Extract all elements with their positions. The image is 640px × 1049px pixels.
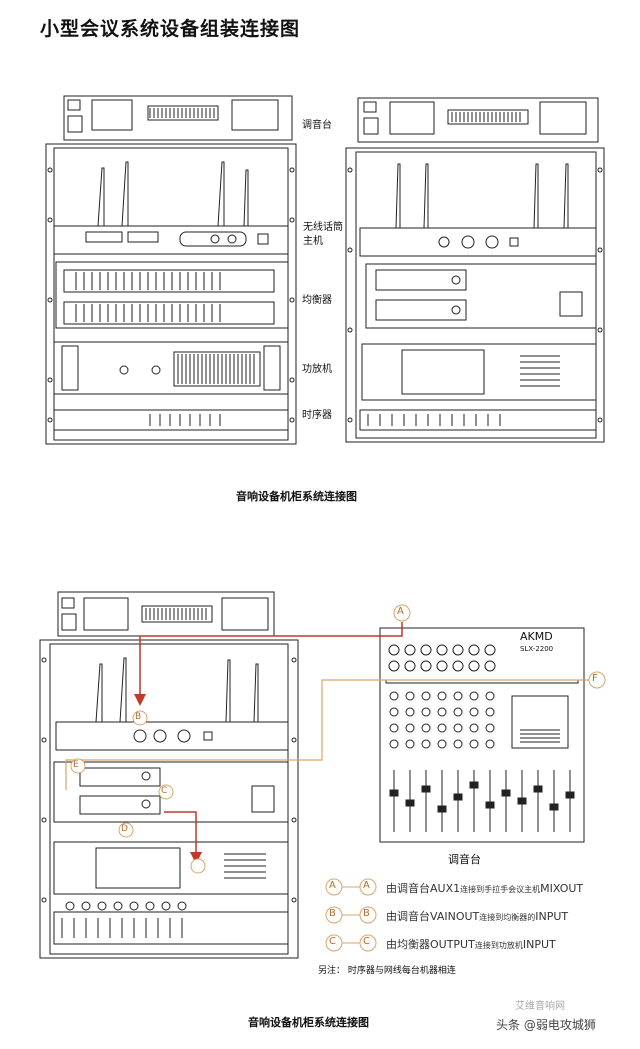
watermark: 艾维音响网 [515, 1001, 565, 1012]
label-sequencer: 时序器 [302, 410, 332, 421]
connection-c [164, 811, 202, 864]
legend-markers [325, 878, 377, 952]
legend-marker-b-start: B [329, 908, 336, 919]
caption-bottom: 音响设备机柜系统连接图 [248, 1016, 369, 1029]
callout-c: C [161, 786, 168, 796]
top-right-rack [345, 147, 605, 443]
callout-b: B [135, 712, 142, 722]
bottom-equalizer [53, 761, 289, 823]
label-amplifier: 功放机 [302, 364, 332, 375]
top-right-mixer-panel [357, 97, 599, 143]
bottom-wireless-unit [55, 721, 289, 751]
caption-top: 音响设备机柜系统连接图 [236, 490, 357, 503]
top-left-mixer-panel [63, 95, 293, 141]
callout-e: E [73, 760, 79, 770]
mixer-display [511, 695, 569, 749]
bottom-mixer-panel [57, 591, 275, 637]
top-sequencer [53, 409, 289, 431]
top-amplifier [53, 341, 289, 395]
label-wireless-mic-host: 无线话筒主机 [303, 222, 343, 247]
connection-a [134, 622, 403, 706]
top-right-amplifier [361, 343, 597, 401]
label-equalizer: 均衡器 [302, 295, 332, 306]
credit: 头条 @弱电攻城狮 [496, 1018, 596, 1032]
page-title: 小型会议系统设备组装连接图 [40, 18, 301, 40]
mixer-faders [393, 770, 571, 832]
top-right-sequencer [359, 409, 597, 431]
mixer-channel-knobs [388, 644, 496, 749]
top-left-rack [45, 143, 297, 445]
top-right-wireless-unit [359, 227, 597, 257]
callout-markers [70, 604, 606, 874]
top-equalizer [55, 261, 289, 329]
legend-marker-b-end: B [363, 908, 370, 919]
callout-d: D [121, 824, 128, 834]
bottom-sequencer [53, 911, 289, 945]
label-mixer-bottom: 调音台 [448, 853, 481, 866]
callout-f: F [592, 673, 598, 684]
top-wireless-unit [53, 225, 289, 255]
legend-marker-c-start: C [329, 936, 336, 947]
bottom-rack [39, 639, 299, 959]
legend-row-b: 由调音台VAINOUT连接到均衡器的INPUT [386, 910, 569, 923]
mixer-model: SLX-2200 [520, 645, 554, 653]
callout-a: A [397, 606, 404, 617]
bottom-amplifier [53, 841, 289, 895]
mixer-console [379, 627, 585, 843]
legend-marker-a-start: A [329, 880, 336, 891]
legend-marker-a-end: A [363, 880, 370, 891]
connection-b [65, 679, 590, 790]
top-right-equalizer [365, 263, 597, 329]
note: 另注： 时序器与网线每台机器相连 [318, 966, 456, 976]
label-mixer: 调音台 [302, 120, 332, 131]
mixer-brand: AKMD [520, 630, 553, 643]
legend-marker-c-end: C [363, 936, 370, 947]
legend-row-c: 由均衡器OUTPUT连接到功放机INPUT [386, 938, 556, 951]
connection-lines [65, 622, 590, 864]
legend-row-a: 由调音台AUX1连接到手拉手会议主机MIXOUT [386, 882, 584, 895]
